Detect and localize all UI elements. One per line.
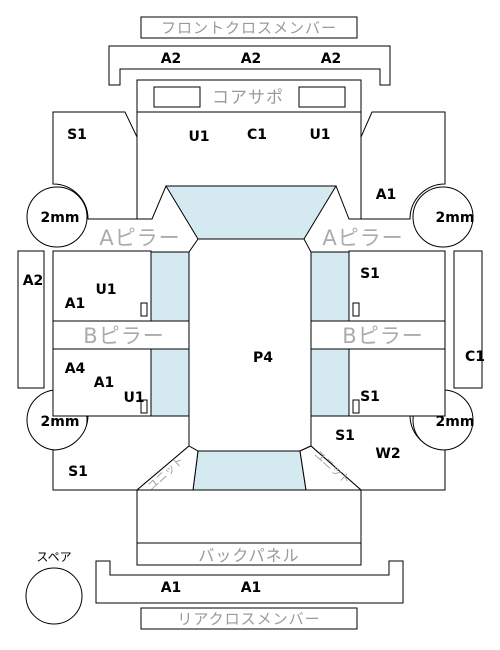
rear-bumper: A1 A1 [95,560,404,604]
a-pillar-right-label: Aピラー [322,226,403,250]
headlight-left [153,86,201,108]
a-pillar-left-label: Aピラー [99,226,180,250]
spare-label: スペア [36,550,71,564]
code-left-lower-u1: U1 [123,390,144,406]
core-support-label: コアサポ [212,88,284,108]
rear-window [192,450,307,491]
code-right-side-c1: C1 [465,349,485,365]
left-front-door-glass [150,251,190,322]
wheel-front-left: 2mm [26,186,88,248]
b-pillar-left-label: Bピラー [83,324,164,348]
code-left-side-a2: A2 [23,273,44,289]
code-front-a2-2: A2 [241,51,262,67]
code-front-left-s1: S1 [67,127,87,143]
right-rear-door-glass [310,348,350,417]
rear-cross-member: リアクロスメンバー [140,607,358,630]
code-left-upper-a1: A1 [65,296,86,312]
front-right-fender: A1 [360,111,446,220]
b-pillar-right-label: Bピラー [342,324,423,348]
wheel-rear-left-label: 2mm [41,414,80,430]
left-rear-door-handle [140,399,148,414]
windshield [165,185,337,240]
wheel-rear-left: 2mm [26,389,88,451]
left-b-pillar: Bピラー [52,320,190,350]
trunk: バックパネル [136,489,362,566]
right-side-panel: C1 [453,250,485,389]
right-b-pillar: Bピラー [310,320,446,350]
code-left-lower-a1: A1 [94,375,115,391]
code-right-lower-s1: S1 [360,389,380,405]
left-rear-door-glass [150,348,190,417]
code-right-upper-s1: S1 [360,266,380,282]
cabin-roof: P4 [188,238,312,452]
code-front-a2-1: A2 [161,51,182,67]
code-rear-a1-1: A1 [161,580,182,596]
rear-right-quarter: S1 W2 [310,415,446,491]
wheel-front-left-label: 2mm [41,210,80,226]
wheel-rear-right-label: 2mm [436,414,475,430]
code-rear-right-w2: W2 [375,446,400,462]
code-front-a2-3: A2 [321,51,342,67]
front-cross-member-label: フロントクロスメンバー [161,19,337,37]
right-front-door: S1 [310,250,446,322]
code-left-upper-u1: U1 [95,282,116,298]
right-rear-door: S1 [310,348,446,417]
rear-cross-member-label: リアクロスメンバー [177,610,320,628]
code-rear-left-s1: S1 [68,464,88,480]
code-front-right-a1: A1 [376,187,397,203]
code-left-lower-a4: A4 [65,361,86,377]
code-core-c1: C1 [247,127,267,143]
left-rear-door: A4 A1 U1 [52,348,190,417]
front-bumper: A2 A2 A2 [108,45,391,86]
back-panel-label: バックパネル [198,546,299,565]
headlight-right [298,86,346,108]
spare-tire: スペア [25,550,83,625]
right-front-door-handle [352,302,360,317]
code-core-u1-left: U1 [188,129,209,145]
wheel-front-right: 2mm [412,186,475,248]
left-front-door: U1 A1 [52,250,190,322]
right-front-door-glass [310,251,350,322]
right-rear-door-handle [352,399,360,414]
code-core-u1-right: U1 [309,127,330,143]
front-cross-member: フロントクロスメンバー [140,16,358,39]
code-rear-a1-2: A1 [241,580,262,596]
code-cabin-p4: P4 [253,350,273,366]
code-rear-right-s1: S1 [335,428,355,444]
left-side-panel: A2 [17,250,45,389]
left-front-door-handle [140,302,148,317]
wheel-front-right-label: 2mm [436,210,475,226]
